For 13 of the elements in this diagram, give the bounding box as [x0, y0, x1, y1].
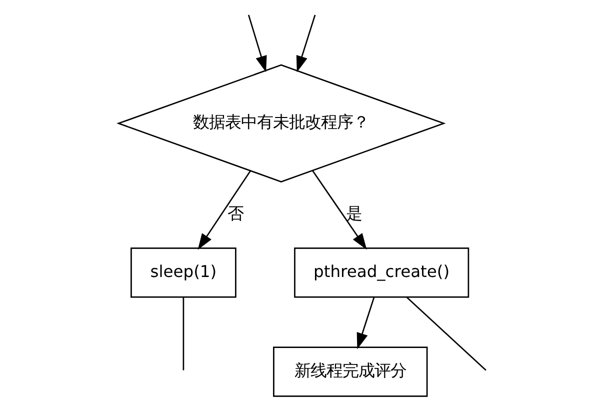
edge-label: 否 — [228, 204, 244, 224]
node-diamond: 数据表中有未批改程序？ — [116, 64, 446, 182]
arrow — [296, 14, 316, 72]
connector — [406, 296, 486, 371]
arrow — [312, 170, 367, 250]
node-box: sleep(1) — [130, 248, 236, 298]
arrow — [248, 14, 267, 72]
connector — [182, 297, 184, 370]
arrow — [198, 170, 251, 250]
node-box: pthread_create() — [294, 248, 470, 298]
arrow — [356, 297, 375, 350]
node-box: 新线程完成评分 — [273, 346, 428, 397]
edge-label: 是 — [346, 204, 362, 224]
